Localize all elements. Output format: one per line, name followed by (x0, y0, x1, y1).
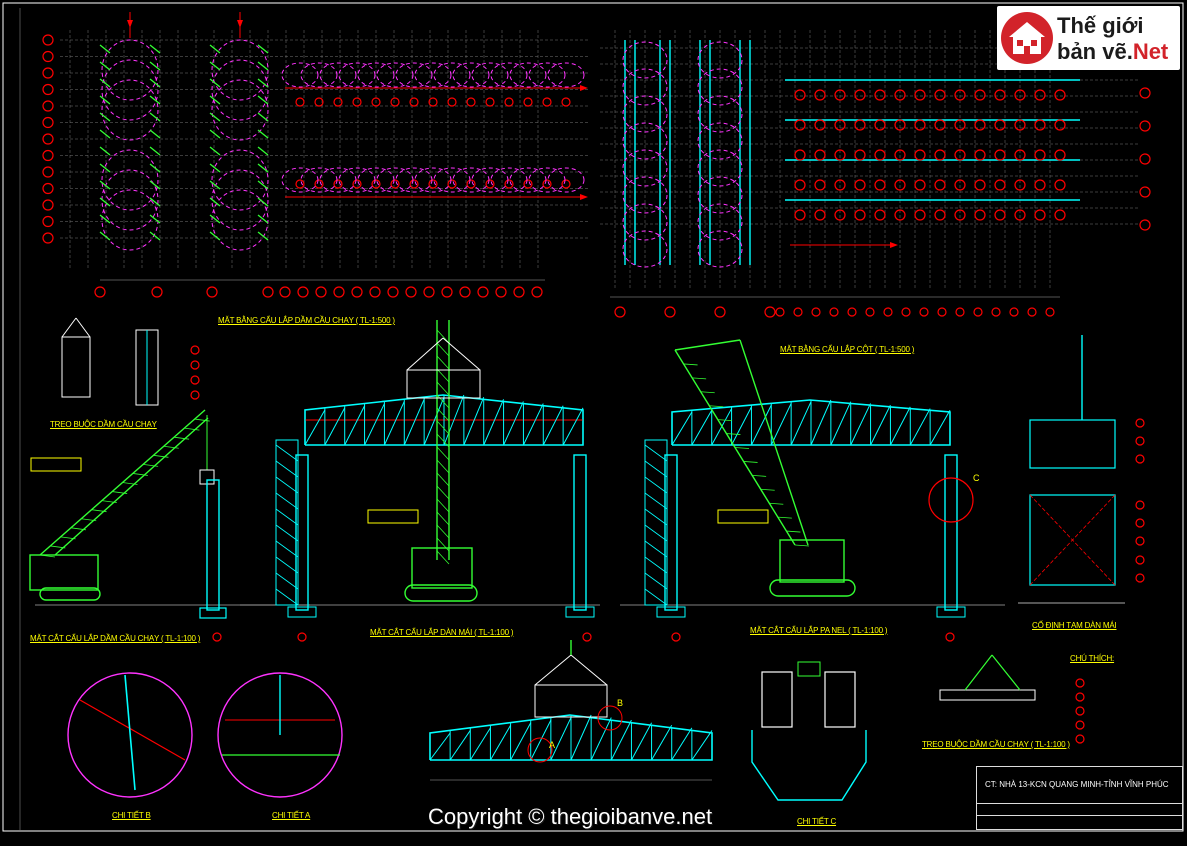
temp-fix-detail (1018, 335, 1125, 604)
label-crane-beam-plan: MẶT BẰNG CẨU LẮP DẦM CẦU CHẠY ( TL-1:500… (218, 316, 395, 325)
label-detail-b: CHI TIẾT B (112, 811, 151, 820)
project-name: CT: NHÀ 13-KCN QUANG MINH-TỈNH VĨNH PHÚC (985, 780, 1169, 789)
label-detail-a: CHI TIẾT A (272, 811, 311, 820)
title-block: CT: NHÀ 13-KCN QUANG MINH-TỈNH VĨNH PHÚC (976, 766, 1183, 830)
logo-line2: bản vẽ.Net (1057, 39, 1168, 65)
label-column-plan: MẶT BẰNG CẨU LẮP CỘT ( TL-1:500 ) (780, 345, 915, 354)
site-logo: Thế giới bản vẽ.Net (997, 6, 1180, 70)
section-crane-beam (29, 317, 310, 619)
label-notes: CHÚ THÍCH: (1070, 654, 1115, 663)
marker-c: C (973, 473, 980, 483)
label-tie-beam-top: TREO BUỘC DẦM CẦU CHẠY (50, 420, 157, 429)
label-section-roof-truss: MẶT CẮT CẨU LẮP DÀN MÁI ( TL-1:100 ) (370, 628, 514, 637)
logo-line1: Thế giới (1057, 13, 1144, 38)
logo-line2-text: bản vẽ. (1057, 39, 1133, 64)
bottom-details (67, 640, 1036, 801)
logo-line2-accent: Net (1132, 39, 1169, 64)
sheet-border (2, 2, 1184, 832)
house-icon (1001, 12, 1053, 64)
label-tie-beam-bottom: TREO BUỘC DẦM CẦU CHẠY ( TL-1:100 ) (922, 740, 1070, 749)
section-roof-truss (240, 320, 600, 618)
crane-beam-plan (42, 12, 590, 298)
label-temp-fix-truss: CỐ ĐỊNH TẠM DÀN MÁI (1032, 621, 1117, 630)
section-panel (620, 339, 1005, 618)
marker-b: B (617, 698, 623, 708)
label-section-panel: MẶT CẮT CẨU LẮP PA NEL ( TL-1:100 ) (750, 626, 888, 635)
copyright-watermark: Copyright © thegioibanve.net (428, 804, 713, 829)
label-section-crane-beam: MẶT CẮT CẨU LẮP DẦM CẦU CHẠY ( TL-1:100 … (30, 634, 201, 643)
label-detail-c: CHI TIẾT C (797, 817, 837, 826)
column-plan (600, 30, 1151, 318)
marker-a: A (549, 740, 555, 750)
